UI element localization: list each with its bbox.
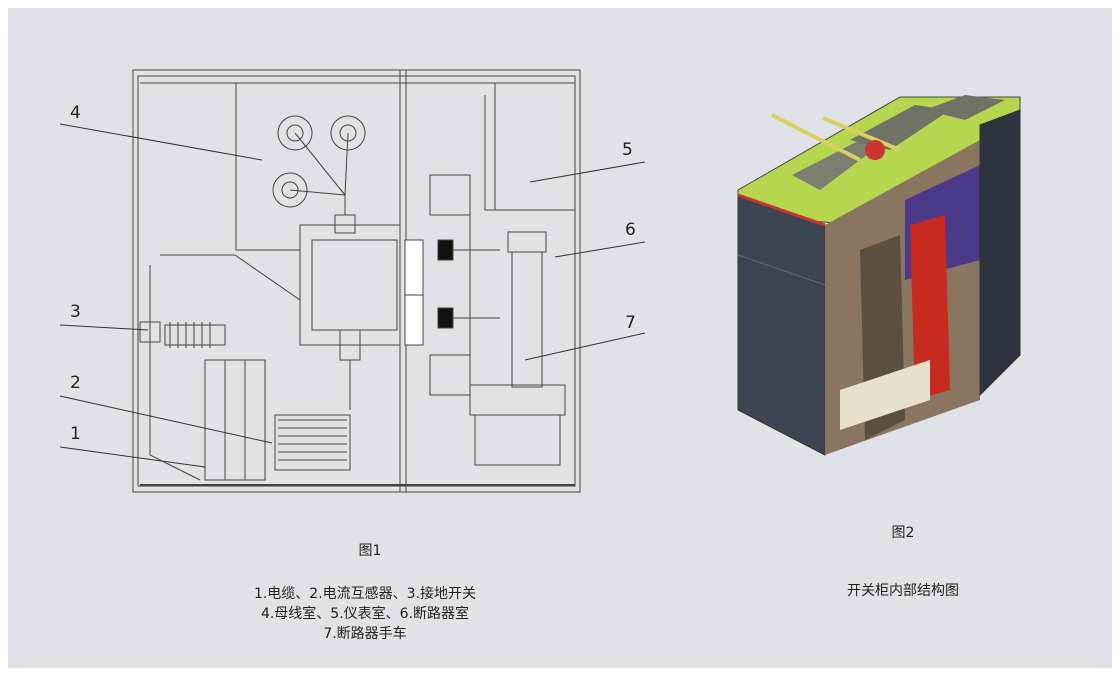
callout-6: 6 (625, 220, 636, 240)
figure2-title: 图2 (891, 525, 915, 541)
callout-4: 4 (70, 103, 81, 123)
figure2-caption: 开关柜内部结构图 (847, 583, 959, 599)
callout-7: 7 (625, 313, 636, 333)
cabinet-front-panel (737, 194, 826, 456)
busbar-insulator (277, 115, 313, 151)
figure1-legend-line-2: 4.母线室、5.仪表室、6.断路器室 (260, 606, 470, 622)
callout-1: 1 (70, 424, 81, 444)
callout-3: 3 (70, 302, 81, 322)
callout-5: 5 (622, 140, 633, 160)
earthing-switch (139, 321, 161, 343)
figure1-legend-line-3: 7.断路器手车 (323, 626, 407, 642)
figure1-legend-line-1: 1.电缆、2.电流互感器、3.接地开关 (253, 586, 477, 602)
callout-2: 2 (70, 373, 81, 393)
cabinet-frame (132, 69, 581, 493)
figure1-title: 图1 (358, 543, 382, 559)
current-transformer (274, 414, 351, 471)
